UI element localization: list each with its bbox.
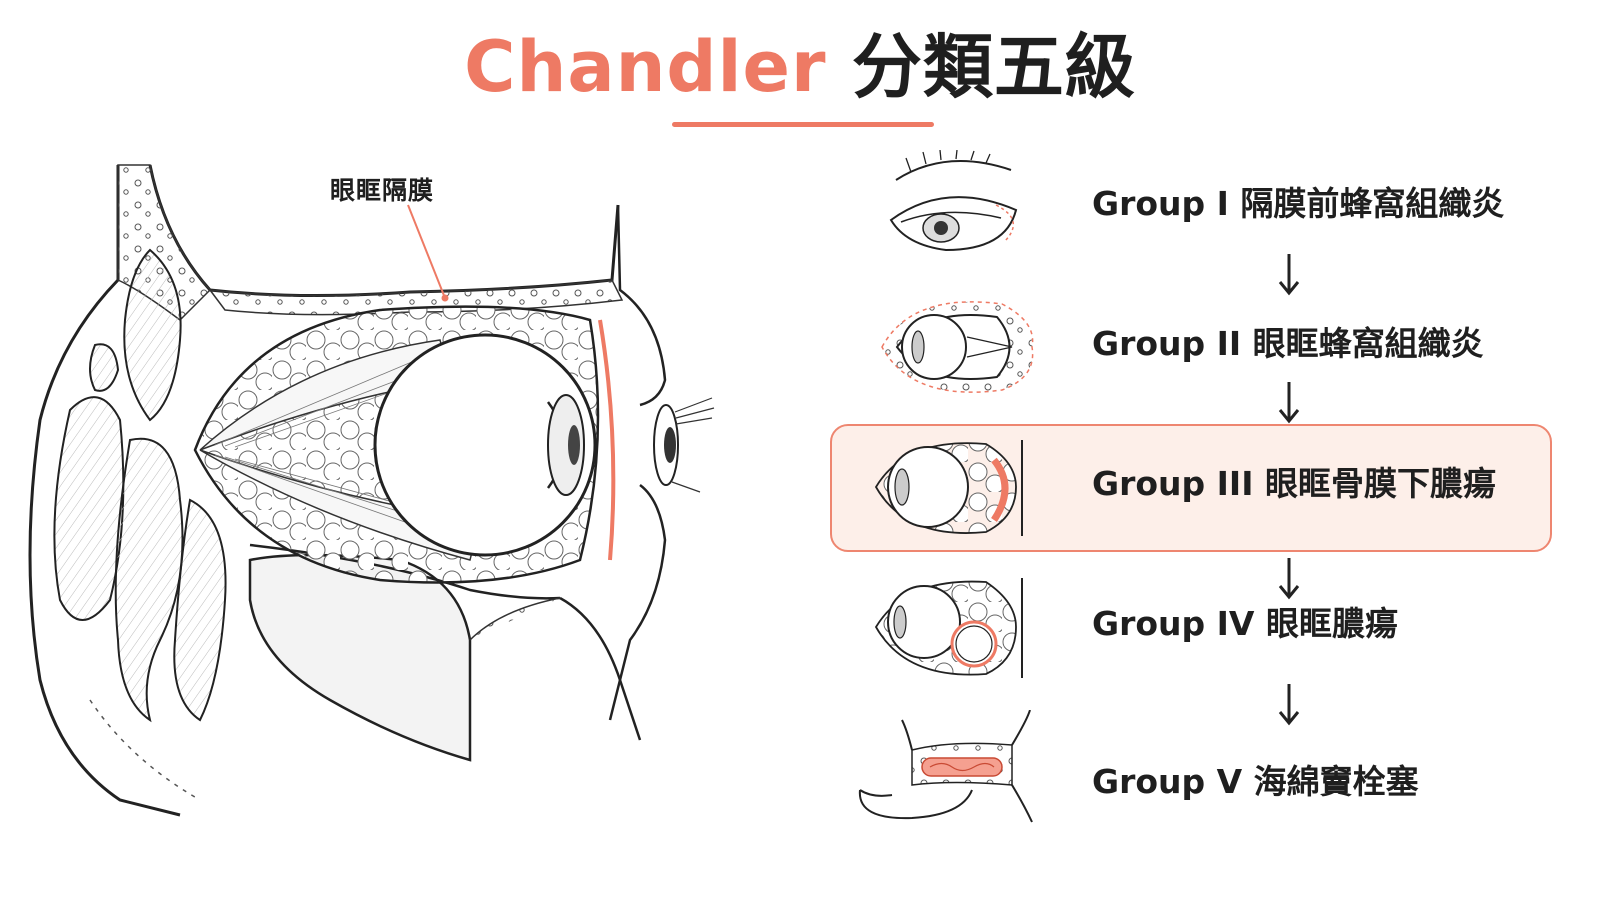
title-underline [672, 122, 934, 127]
group-v-label: Group V 海綿竇栓塞 [1092, 762, 1419, 801]
orbital-septum-label: 眼眶隔膜 [330, 176, 435, 205]
group-i-label: Group I 隔膜前蜂窩組織炎 [1092, 184, 1505, 223]
title-rest: 分類五級 [826, 26, 1136, 108]
orbital-cellulitis-icon [881, 301, 1034, 393]
arrow-down-icon [1278, 382, 1300, 424]
arrow-down-icon [1278, 684, 1300, 726]
subperiosteal-abscess-icon [874, 440, 1023, 536]
group-iii-label: Group III 眼眶骨膜下膿瘍 [1092, 464, 1496, 503]
page-title: Chandler 分類五級 [0, 22, 1600, 112]
eyelid-swelling-icon [889, 150, 1018, 252]
title-accent: Chandler [464, 26, 827, 108]
group-ii-label: Group II 眼眶蜂窩組織炎 [1092, 324, 1484, 363]
cavernous-sinus-thrombosis-icon [858, 710, 1033, 823]
orbit-cross-section-illustration [28, 164, 715, 817]
group-iv-label: Group IV 眼眶膿瘍 [1092, 604, 1398, 643]
arrow-down-icon [1278, 558, 1300, 600]
orbital-abscess-icon [874, 578, 1023, 678]
arrow-down-icon [1278, 254, 1300, 296]
